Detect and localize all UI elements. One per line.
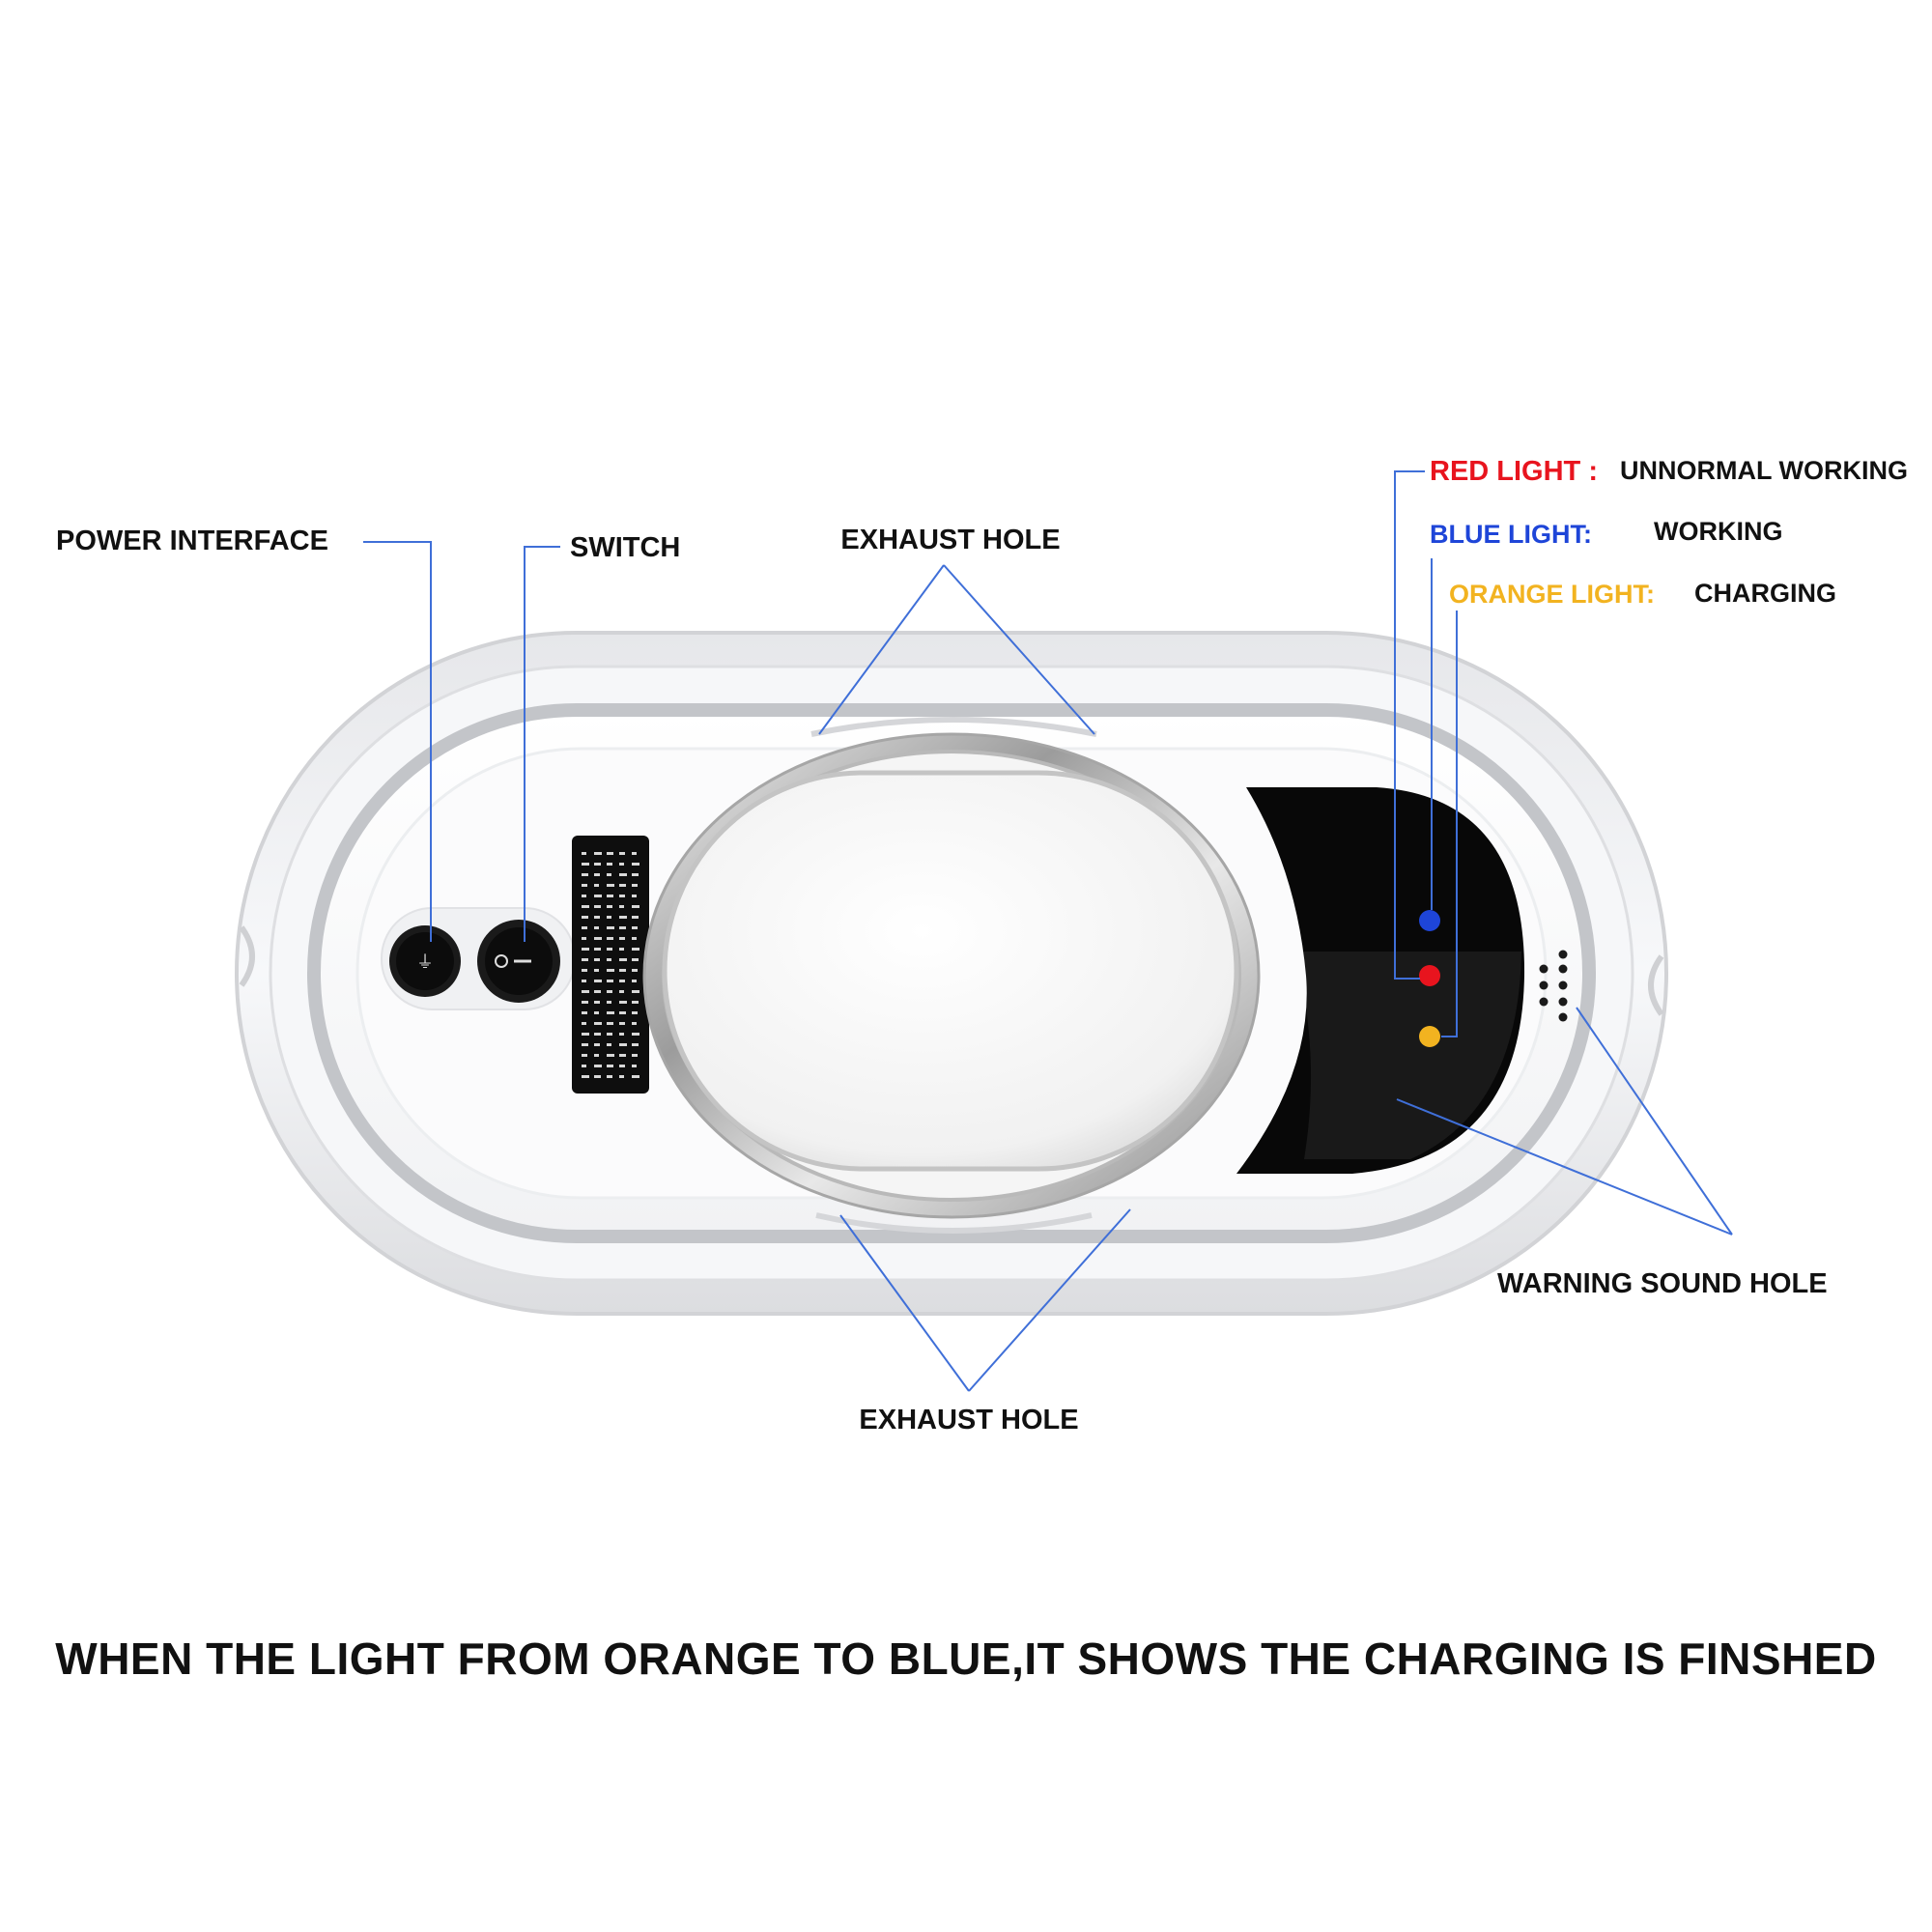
leader-exhaust-bottom-right bbox=[968, 1208, 1131, 1392]
indicator-panel bbox=[1236, 787, 1525, 1174]
plug-icon: ⏚ bbox=[416, 952, 434, 973]
leader-orange-light bbox=[1441, 611, 1458, 1037]
red-indicator-light bbox=[1419, 965, 1440, 986]
leader-warning-b bbox=[1576, 1007, 1733, 1236]
label-exhaust-hole-top: EXHAUST HOLE bbox=[840, 525, 1060, 555]
spec-label bbox=[572, 836, 649, 1094]
legend-orange-meaning: CHARGING bbox=[1694, 579, 1836, 608]
blue-indicator-light bbox=[1419, 910, 1440, 931]
leader-exhaust-top-right bbox=[943, 564, 1095, 735]
power-interface-port[interactable]: ⏚ bbox=[389, 925, 461, 997]
legend-blue-meaning: WORKING bbox=[1654, 517, 1782, 546]
leader-warning-a bbox=[1396, 1098, 1733, 1236]
bottom-exhaust-slot bbox=[815, 1212, 1093, 1234]
legend-blue-name: BLUE LIGHT: bbox=[1430, 520, 1592, 549]
suction-pad bbox=[642, 732, 1261, 1219]
legend-red-name: RED LIGHT : bbox=[1430, 456, 1598, 487]
caption: WHEN THE LIGHT FROM ORANGE TO BLUE,IT SH… bbox=[55, 1634, 1877, 1684]
leader-power-interface bbox=[363, 541, 432, 942]
warning-sound-hole-dots bbox=[1539, 950, 1568, 1022]
label-exhaust-hole-bottom: EXHAUST HOLE bbox=[859, 1405, 1078, 1435]
leader-red-light bbox=[1394, 470, 1425, 980]
label-warning-sound-hole: WARNING SOUND HOLE bbox=[1497, 1268, 1828, 1299]
orange-indicator-light bbox=[1419, 1026, 1440, 1047]
leader-switch bbox=[524, 546, 560, 942]
power-switch[interactable] bbox=[477, 920, 560, 1003]
panel-reflection bbox=[1294, 952, 1521, 1159]
leader-exhaust-top-left bbox=[818, 564, 945, 735]
top-exhaust-slot bbox=[810, 717, 1097, 737]
light-legend: RED LIGHT : UNNORMAL WORKING BLUE LIGHT:… bbox=[1430, 456, 1908, 609]
leader-exhaust-bottom-left bbox=[839, 1214, 970, 1392]
legend-red-meaning: UNNORMAL WORKING bbox=[1620, 456, 1908, 485]
label-power-interface: POWER INTERFACE bbox=[56, 526, 328, 556]
leader-lines bbox=[363, 470, 1733, 1392]
label-switch: SWITCH bbox=[570, 532, 680, 563]
legend-orange-name: ORANGE LIGHT: bbox=[1449, 580, 1655, 609]
